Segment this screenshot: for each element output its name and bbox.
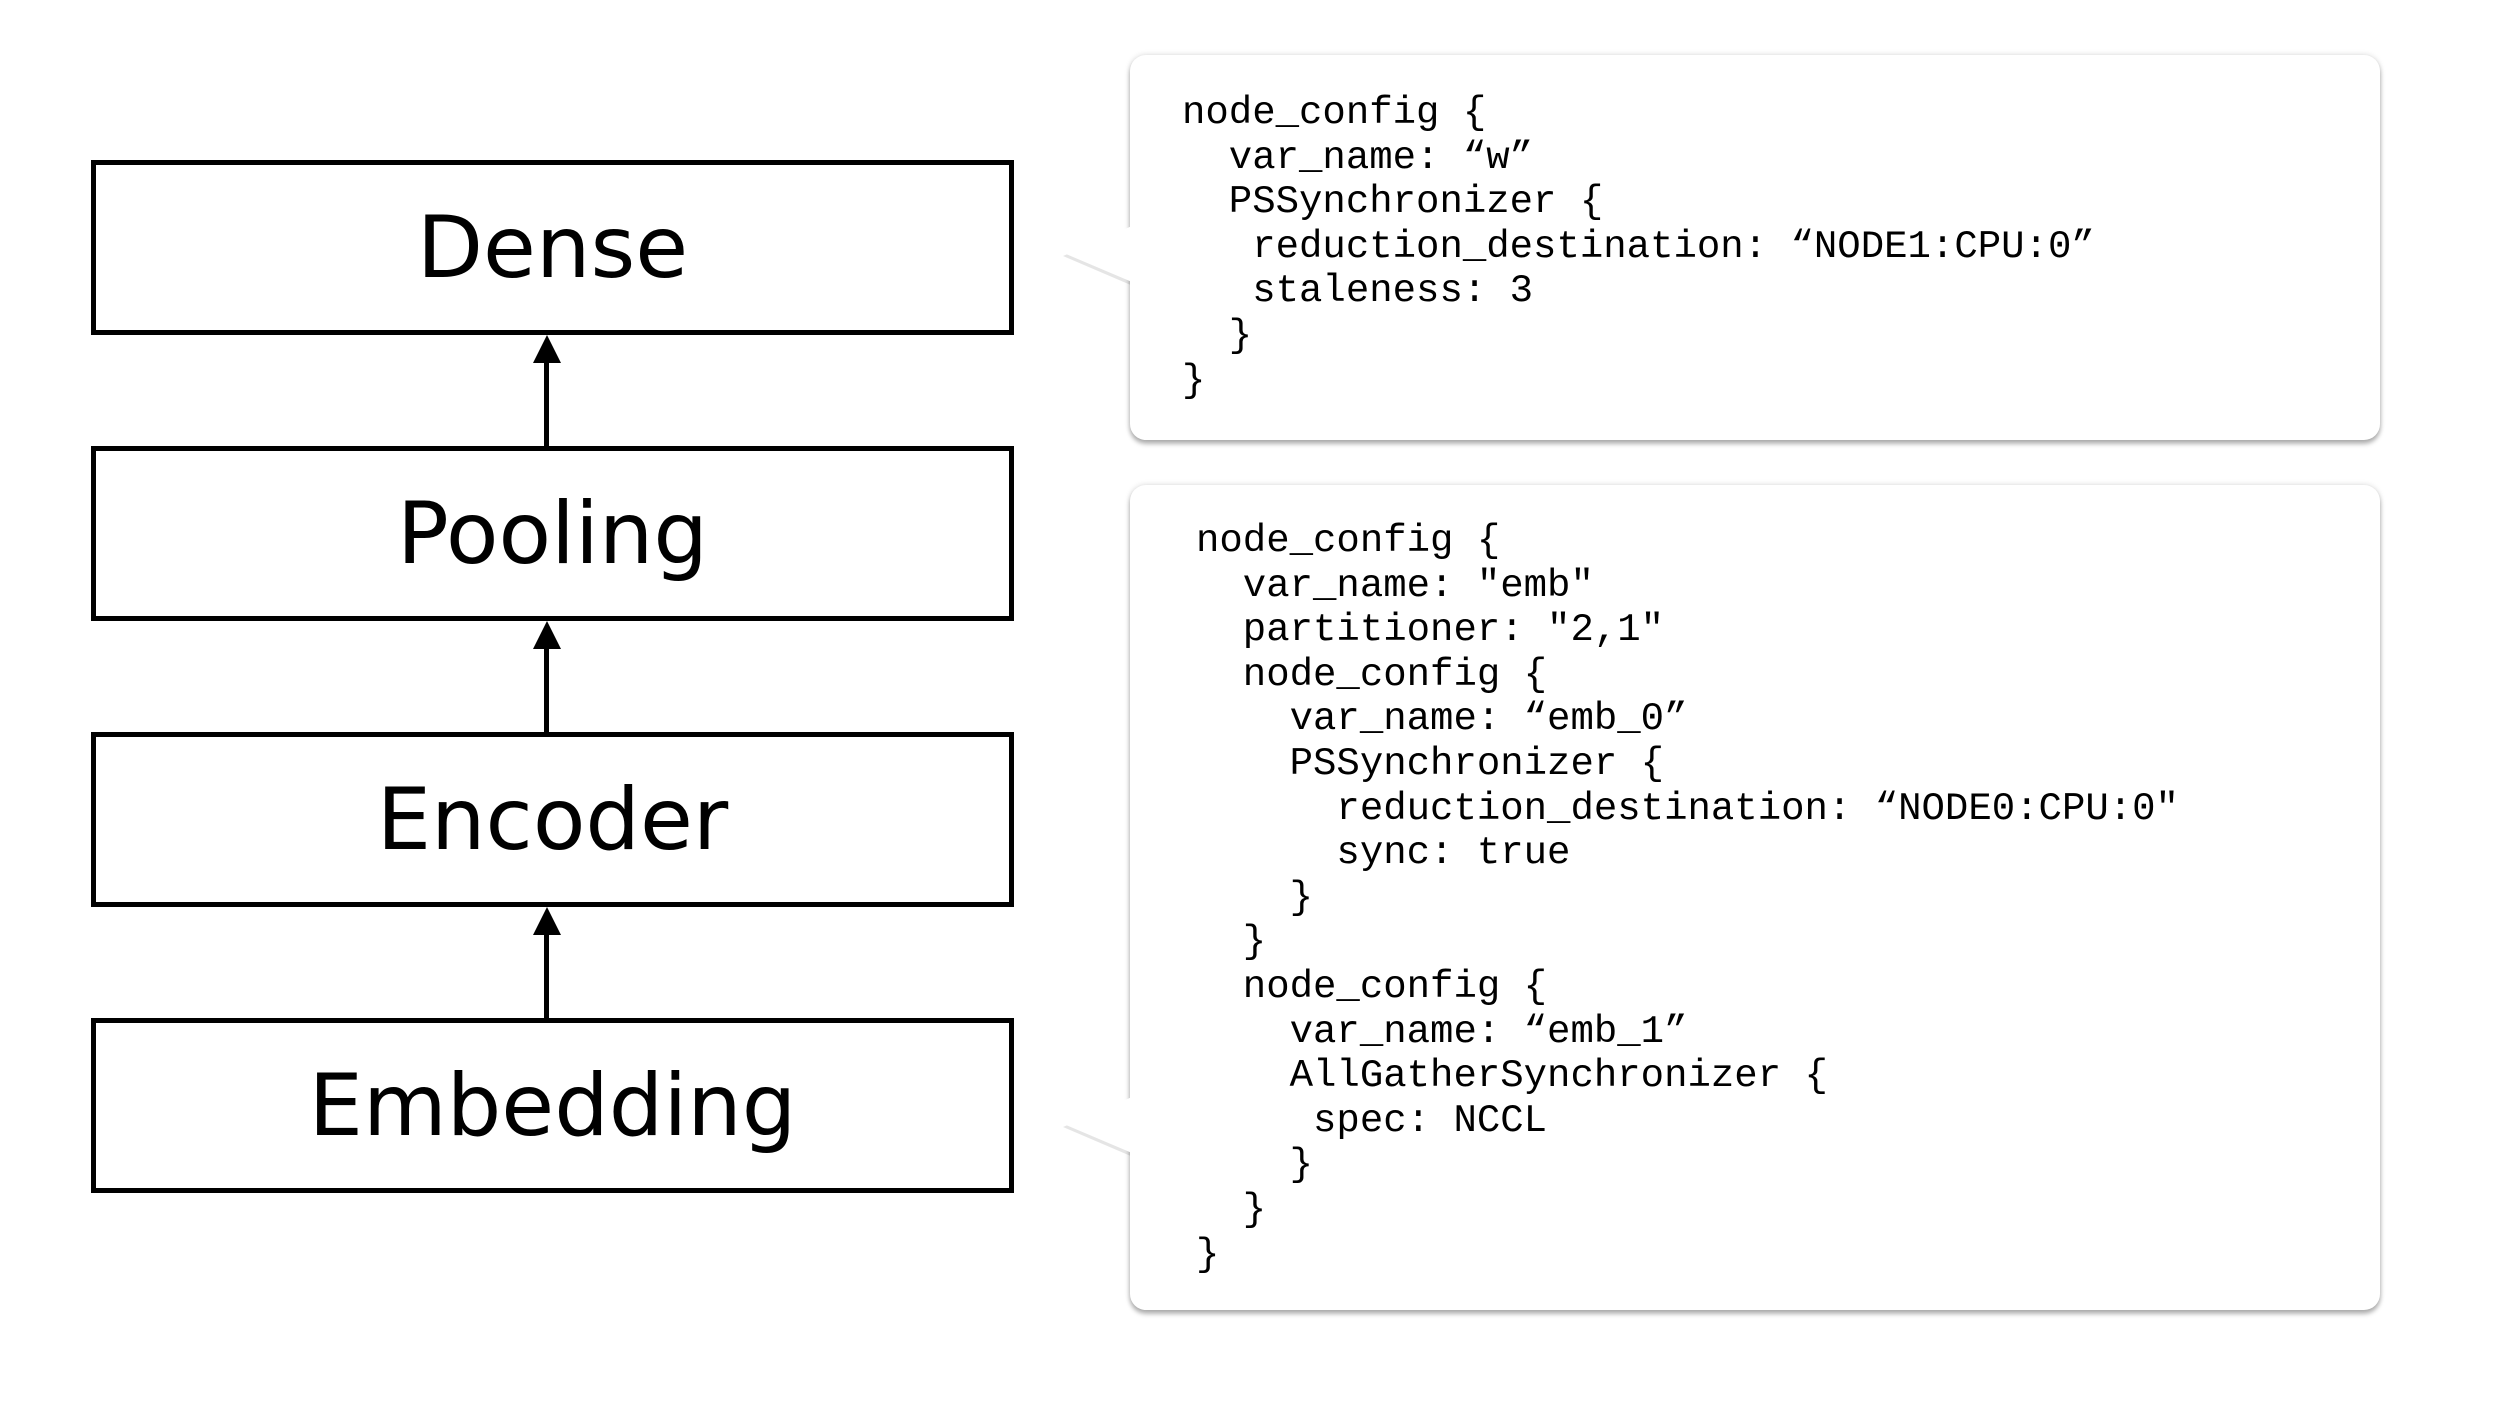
embedding-config-callout: node_config { var_name: "emb" partitione… [1130, 485, 2380, 1310]
code-line: var_name: “w” [1182, 135, 1534, 180]
code-line: } [1196, 1187, 1267, 1232]
layer-label-encoder: Encoder [376, 769, 729, 870]
layer-box-embedding: Embedding [91, 1018, 1014, 1193]
callout-pointer-dense [1066, 226, 1132, 282]
code-line: } [1182, 313, 1253, 358]
code-line: sync: true [1196, 831, 1571, 876]
dense-config-callout: node_config { var_name: “w” PSSynchroniz… [1130, 55, 2380, 440]
code-line: reduction_destination: “NODE0:CPU:0" [1196, 786, 2179, 831]
dense-config-code: node_config { var_name: “w” PSSynchroniz… [1182, 91, 2380, 403]
arrow-shaft [544, 358, 549, 448]
layer-box-pooling: Pooling [91, 446, 1014, 621]
arrow-shaft [544, 930, 549, 1020]
code-line: var_name: “emb_0” [1196, 697, 1688, 742]
code-line: staleness: 3 [1182, 269, 1534, 314]
arrow-shaft [544, 644, 549, 734]
layer-label-dense: Dense [416, 197, 689, 298]
code-line: PSSynchronizer { [1196, 741, 1665, 786]
code-line: node_config { [1182, 91, 1487, 135]
code-line: node_config { [1196, 519, 1501, 563]
layer-box-dense: Dense [91, 160, 1014, 335]
code-line: AllGatherSynchronizer { [1196, 1054, 1828, 1099]
callout-pointer-embedding [1066, 1097, 1132, 1153]
code-line: reduction_destination: “NODE1:CPU:0” [1182, 224, 2095, 269]
code-line: node_config { [1196, 652, 1548, 697]
code-line: var_name: “emb_1” [1196, 1009, 1688, 1054]
layer-label-embedding: Embedding [308, 1055, 797, 1156]
code-line: } [1182, 358, 1206, 403]
embedding-config-code: node_config { var_name: "emb" partitione… [1196, 519, 2380, 1277]
layer-box-encoder: Encoder [91, 732, 1014, 907]
code-line: partitioner: "2,1" [1196, 608, 1665, 653]
code-line: } [1196, 1143, 1314, 1188]
code-line: spec: NCCL [1196, 1098, 1548, 1143]
layer-label-pooling: Pooling [397, 483, 708, 584]
code-line: var_name: "emb" [1196, 563, 1594, 608]
code-line: } [1196, 920, 1267, 965]
code-line: node_config { [1196, 964, 1548, 1009]
code-line: PSSynchronizer { [1182, 180, 1604, 225]
code-line: } [1196, 875, 1314, 920]
code-line: } [1196, 1232, 1220, 1277]
